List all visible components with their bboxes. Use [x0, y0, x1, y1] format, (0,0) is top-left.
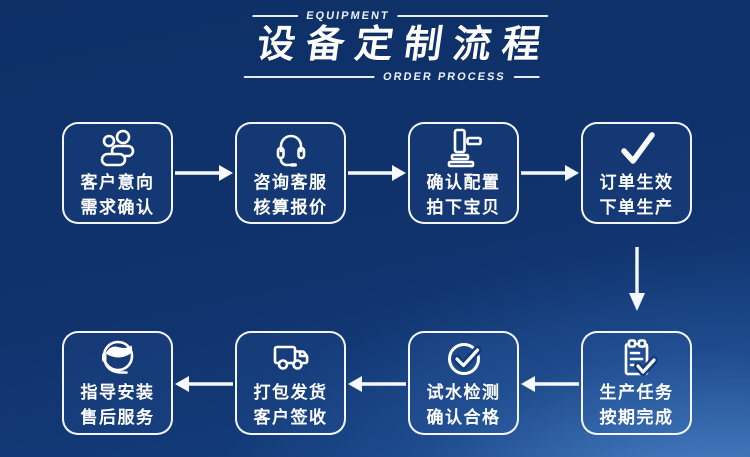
arrow-right-icon: [175, 165, 233, 181]
users-icon: [96, 127, 140, 169]
step-box-7: 打包发货 客户签收: [235, 331, 346, 435]
step-box-8: 指导安装 售后服务: [62, 331, 173, 435]
step-line2: 客户签收: [253, 408, 328, 427]
arrow-right-icon: [348, 165, 406, 181]
step-line1: 订单生效: [599, 172, 674, 192]
step-line1: 咨询客服: [253, 172, 328, 192]
step-box-2: 咨询客服 核算报价: [235, 122, 346, 224]
task-list-icon: [615, 337, 659, 379]
step-box-5: 生产任务 按期完成: [581, 331, 692, 435]
step-line2: 拍下宝贝: [426, 198, 501, 217]
eyebrow-line-right: [397, 15, 549, 17]
step-line2: 售后服务: [80, 408, 155, 427]
arrow-left-icon: [521, 376, 579, 392]
subtitle-row: ORDER PROCESS: [243, 71, 541, 83]
step-line2: 按期完成: [599, 408, 674, 427]
step-box-6: 试水检测 确认合格: [408, 331, 519, 435]
truck-icon: [269, 337, 313, 379]
circle-check-icon: [442, 337, 486, 379]
page-title: 设备定制流程: [254, 24, 555, 66]
title-block: EQUIPMENT 设备定制流程 ORDER PROCESS: [243, 10, 555, 83]
step-line1: 试水检测: [426, 382, 501, 402]
eyebrow-row: EQUIPMENT: [251, 10, 549, 22]
step-line2: 确认合格: [426, 408, 501, 427]
step-line1: 打包发货: [253, 382, 328, 402]
arrow-right-icon: [521, 165, 579, 181]
step-line1: 确认配置: [426, 172, 501, 192]
step-line1: 指导安装: [80, 382, 155, 402]
support-agent-icon: [101, 337, 140, 379]
arrow-left-icon: [348, 376, 406, 392]
arrow-left-icon: [175, 376, 233, 392]
step-line1: 生产任务: [599, 382, 674, 402]
eyebrow-line-left: [252, 15, 299, 17]
gavel-icon: [442, 127, 486, 169]
step-line1: 客户意向: [80, 172, 155, 192]
subtitle-label: ORDER PROCESS: [382, 70, 507, 83]
check-icon: [615, 127, 659, 169]
subtitle-line-right: [513, 75, 540, 78]
step-box-1: 客户意向 需求确认: [62, 122, 173, 224]
subtitle-line-left: [243, 75, 376, 78]
step-line2: 需求确认: [80, 198, 155, 217]
headset-icon: [269, 127, 313, 167]
step-box-3: 确认配置 拍下宝贝: [408, 122, 519, 224]
step-line2: 核算报价: [253, 198, 328, 217]
step-line2: 下单生产: [599, 198, 674, 217]
arrow-down-icon: [629, 247, 645, 311]
eyebrow-label: EQUIPMENT: [305, 10, 391, 22]
step-box-4: 订单生效 下单生产: [581, 122, 692, 224]
